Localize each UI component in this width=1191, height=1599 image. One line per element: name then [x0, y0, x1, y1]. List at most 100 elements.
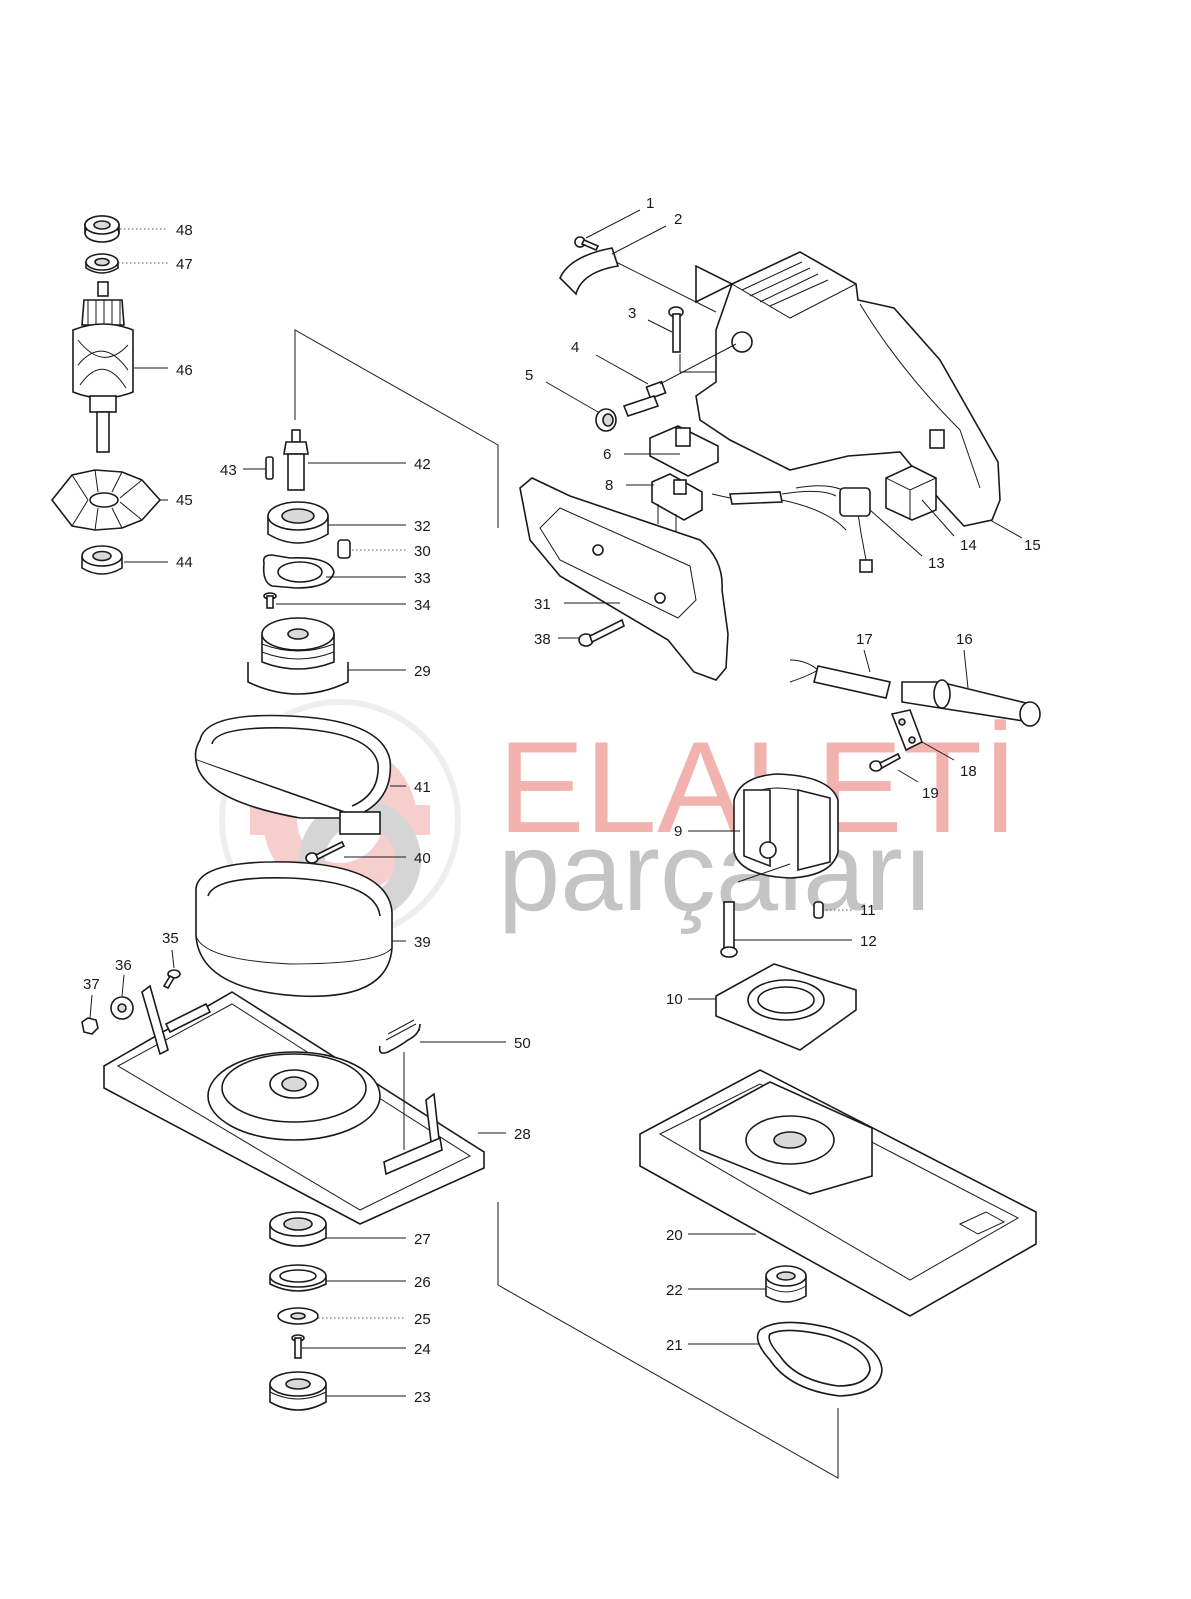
- part-30-pin: [337, 539, 351, 559]
- part-10-bracket: [715, 963, 857, 1051]
- label-25: 25: [414, 1311, 431, 1328]
- label-9: 9: [674, 823, 682, 840]
- part-50-spring: [378, 1019, 421, 1054]
- part-25-washer: [277, 1307, 319, 1325]
- label-16: 16: [956, 631, 973, 648]
- label-3: 3: [628, 305, 636, 322]
- label-36: 36: [115, 957, 132, 974]
- label-1: 1: [646, 195, 654, 212]
- part-6-switch-lever: [649, 425, 719, 477]
- part-48-bearing: [84, 215, 120, 243]
- label-30: 30: [414, 543, 431, 560]
- part-11-pin: [813, 901, 824, 919]
- part-35-screw: [162, 969, 181, 990]
- label-48: 48: [176, 222, 193, 239]
- label-11: 11: [860, 902, 876, 919]
- part-labels: 1 2 3 4 5 6 8 9 10 11 12 13 14 15 16 17 …: [83, 195, 1041, 1406]
- part-36-spacer: [110, 996, 134, 1020]
- part-9-field: [733, 773, 839, 879]
- label-26: 26: [414, 1274, 431, 1291]
- label-23: 23: [414, 1389, 431, 1406]
- part-33-plate: [262, 554, 335, 589]
- label-21: 21: [666, 1337, 683, 1354]
- label-20: 20: [666, 1227, 683, 1244]
- part-14-brush: [885, 465, 937, 521]
- part-40-screw: [305, 840, 346, 864]
- part-44-bearing: [81, 545, 123, 575]
- label-29: 29: [414, 663, 431, 680]
- part-22-damper: [765, 1265, 807, 1303]
- grouping-lines: [294, 329, 839, 1479]
- label-14: 14: [960, 537, 977, 554]
- label-19: 19: [922, 785, 939, 802]
- part-17-wire: [789, 659, 891, 699]
- part-42-shaft: [283, 429, 309, 491]
- label-31: 31: [534, 596, 551, 613]
- label-46: 46: [176, 362, 193, 379]
- label-22: 22: [666, 1282, 683, 1299]
- part-21-ring: [756, 1321, 883, 1397]
- part-41-belt-holder: [194, 714, 392, 835]
- part-4-brush-holder: [622, 380, 667, 417]
- label-50: 50: [514, 1035, 531, 1052]
- part-28-pad-base: [103, 984, 485, 1225]
- part-1-screw: [574, 236, 600, 252]
- part-26-ring: [269, 1264, 327, 1292]
- part-19-screw: [869, 752, 902, 772]
- label-13: 13: [928, 555, 945, 572]
- part-13-cord: [729, 485, 873, 573]
- part-46-armature: [72, 281, 134, 453]
- label-28: 28: [514, 1126, 531, 1143]
- part-43-pin: [265, 456, 274, 480]
- part-32-bearing: [267, 501, 329, 544]
- label-18: 18: [960, 763, 977, 780]
- part-45-fan: [50, 469, 162, 531]
- label-15: 15: [1024, 537, 1041, 554]
- label-2: 2: [674, 211, 682, 228]
- label-10: 10: [666, 991, 683, 1008]
- part-34-screw: [263, 592, 277, 609]
- part-2-nameplate: [559, 247, 620, 296]
- part-15-housing: [695, 251, 1001, 527]
- part-5-cap: [595, 408, 617, 432]
- label-45: 45: [176, 492, 193, 509]
- label-35: 35: [162, 930, 179, 947]
- label-5: 5: [525, 367, 533, 384]
- watermark-subtitle: parçaları: [498, 809, 934, 934]
- leader-lines: [89, 209, 1023, 1397]
- part-16-strain-relief: [901, 679, 1041, 727]
- label-43: 43: [220, 462, 237, 479]
- label-32: 32: [414, 518, 431, 535]
- label-8: 8: [605, 477, 613, 494]
- part-39-belt: [195, 861, 393, 998]
- part-3-screw: [668, 306, 684, 353]
- label-33: 33: [414, 570, 431, 587]
- label-24: 24: [414, 1341, 431, 1358]
- label-17: 17: [856, 631, 873, 648]
- label-39: 39: [414, 934, 431, 951]
- label-47: 47: [176, 256, 193, 273]
- part-29-counterweight: [247, 617, 349, 695]
- label-4: 4: [571, 339, 579, 356]
- part-37-nut: [81, 1017, 99, 1035]
- part-12-bolt: [720, 901, 738, 958]
- label-6: 6: [603, 446, 611, 463]
- part-38-screw: [578, 618, 625, 647]
- part-20-base: [639, 1069, 1037, 1317]
- label-41: 41: [414, 779, 431, 796]
- label-40: 40: [414, 850, 431, 867]
- part-23-damper: [269, 1371, 327, 1411]
- label-38: 38: [534, 631, 551, 648]
- label-27: 27: [414, 1231, 431, 1248]
- part-31-handle: [519, 477, 729, 681]
- label-44: 44: [176, 554, 193, 571]
- label-12: 12: [860, 933, 877, 950]
- part-27-bearing: [269, 1211, 327, 1247]
- part-47-cap: [85, 253, 119, 274]
- label-34: 34: [414, 597, 431, 614]
- label-42: 42: [414, 456, 431, 473]
- label-37: 37: [83, 976, 100, 993]
- part-8-switch: [651, 473, 703, 534]
- part-24-screw: [291, 1334, 305, 1359]
